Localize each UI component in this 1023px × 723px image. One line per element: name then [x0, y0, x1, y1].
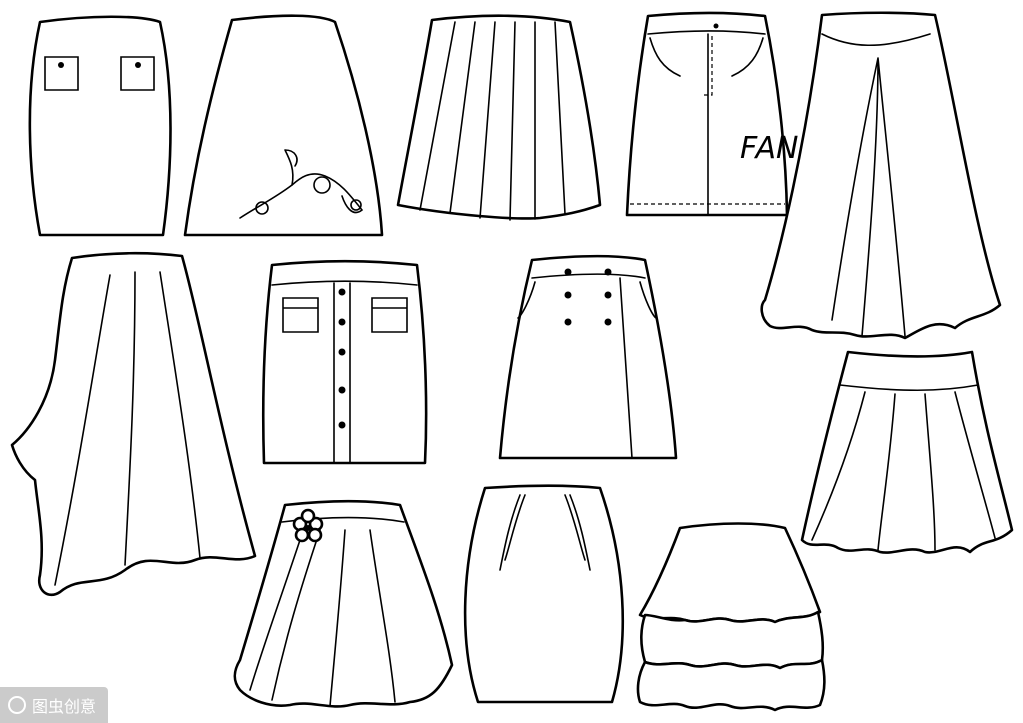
camera-lens-icon: [8, 696, 26, 714]
flower-icon: [292, 508, 324, 543]
double-button-skirt: [498, 254, 678, 460]
watermark-text: 图虫创意: [32, 697, 97, 716]
watermark: 图虫创意: [0, 687, 109, 723]
skirt-print-text: FAN: [740, 131, 798, 166]
pencil-skirt-pockets: [28, 15, 172, 237]
button-front-skirt: [261, 259, 428, 465]
a-line-skirt-embroidery: [183, 14, 384, 237]
flared-yoke-skirt: [800, 350, 1014, 554]
high-low-skirt: [10, 251, 257, 597]
pleated-skirt: [396, 14, 602, 221]
denim-mini-skirt: FAN: [625, 11, 798, 217]
mermaid-skirt: [760, 11, 1002, 340]
tulip-pencil-skirt: [463, 484, 625, 704]
balloon-skirt-flower: [233, 499, 454, 708]
tiered-ruffle-skirt: [636, 522, 826, 712]
